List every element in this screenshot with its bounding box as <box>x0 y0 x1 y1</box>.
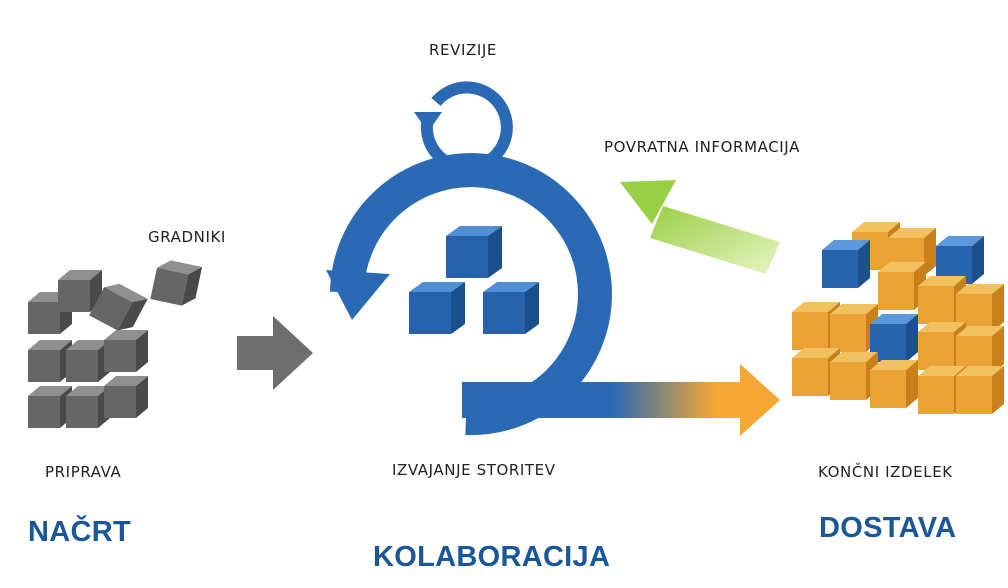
phase-design: NAČRT <box>28 516 131 548</box>
revision-cycle-icon <box>414 81 513 174</box>
feedback-arrow-icon <box>620 180 780 274</box>
blue-cubes-icon <box>409 226 539 334</box>
delivery-arrow-icon <box>555 364 780 436</box>
collaboration-cycle-icon <box>326 153 612 436</box>
building-blocks-label: GRADNIKI <box>148 228 226 246</box>
revisions-label: REVIZIJE <box>429 41 497 59</box>
phase-delivery: DOSTAVA <box>819 512 957 544</box>
final-product-label: KONČNI IZDELEK <box>818 463 953 481</box>
final-cube-icon <box>792 222 1004 414</box>
gray-cubes-icon <box>28 257 203 428</box>
service-delivery-label: IZVAJANJE STORITEV <box>392 461 556 479</box>
preparation-label: PRIPRAVA <box>45 463 122 481</box>
feedback-label: POVRATNA INFORMACIJA <box>604 138 800 156</box>
phase-collaboration: KOLABORACIJA <box>373 541 611 573</box>
gray-arrow-icon <box>237 316 313 390</box>
